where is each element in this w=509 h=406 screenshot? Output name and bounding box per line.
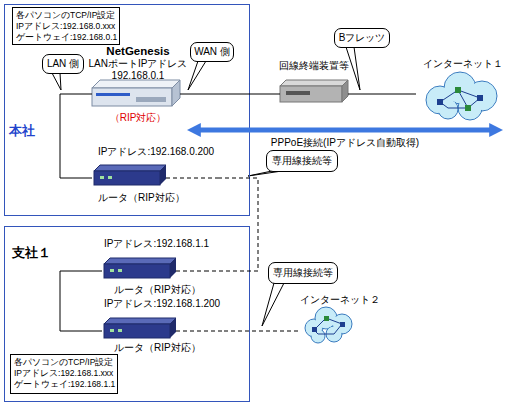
router-led: [118, 329, 122, 332]
node-text: NetGenesis: [80, 45, 196, 58]
node-text: Bフレッツ: [335, 32, 389, 44]
wire-stub: [176, 271, 206, 272]
router-top: [104, 258, 176, 264]
internet-cloud: インターネット２: [300, 294, 372, 344]
wire-stub: [180, 94, 196, 95]
node-text: 各パソコンのTCP/IP設定: [14, 357, 114, 368]
terminal-top: [280, 80, 348, 86]
router-front: [104, 324, 170, 338]
router-front: [94, 171, 160, 185]
lan-cable: [196, 94, 272, 95]
router-stripe: [96, 93, 130, 96]
callout-bubble: LAN 側: [42, 54, 84, 74]
router-top: [92, 80, 180, 88]
site-frame: 本社 各パソコンのTCP/IP設定IPアドレス:192.168.0.xxxゲートウ…: [4, 4, 250, 216]
node-text: IPアドレス:192.168.1.200: [104, 298, 224, 310]
router-side: [160, 165, 166, 185]
node-text: LAN 側: [43, 58, 83, 70]
node-text: IPアドレス:192.168.0.200: [98, 146, 218, 158]
node-text: 本社: [9, 123, 49, 139]
node-text: 専用線接続等: [267, 155, 337, 167]
node-text: ルータ（RIP対応）: [98, 192, 208, 204]
node-text: ルータ（RIP対応）: [114, 284, 206, 296]
pppoe-arrow: [198, 128, 492, 133]
router-led: [110, 269, 114, 272]
router-device: IPアドレス:192.168.1.200 ルータ（RIP対応）: [102, 298, 224, 356]
router-led: [118, 269, 122, 272]
node-text: 各パソコンのTCP/IP設定: [16, 10, 116, 21]
callout-bubble: 専用線接続等: [266, 150, 338, 172]
router-side: [170, 258, 176, 278]
router-device: IPアドレス:192.168.0.200 ルータ（RIP対応）: [92, 146, 218, 204]
network-node: [437, 99, 443, 105]
node-text: （RIP対応）: [80, 112, 196, 124]
router-led: [110, 329, 114, 332]
node-text: 専用線接続等: [269, 267, 337, 279]
network-node: [324, 316, 329, 321]
router-top: [104, 318, 176, 324]
terminal-side: [342, 80, 348, 102]
node-text: インターネット１: [420, 58, 506, 70]
wire-stub: [272, 94, 280, 95]
lan-cable: [60, 94, 92, 178]
edge-label: PPPoE接続(IPアドレス自動取得): [271, 137, 419, 149]
settings-note: 各パソコンのTCP/IP設定IPアドレス:192.168.0.xxxゲートウェイ…: [12, 7, 120, 45]
network-node: [455, 87, 461, 93]
callout-bubble: Bフレッツ: [334, 28, 390, 48]
cloud-symbol: [305, 307, 352, 343]
router-top: [94, 165, 166, 171]
node-text: ルータ（RIP対応）: [114, 342, 224, 354]
callout-bubble: WAN 側: [190, 42, 234, 62]
wire-stub: [348, 94, 356, 95]
node-text: IPアドレス:192.168.1.1: [104, 238, 206, 250]
callout-tail: [188, 61, 206, 90]
node-text: ゲートウェイ:192.168.1.1: [14, 379, 114, 390]
router-front: [92, 88, 172, 106]
leased-line: [206, 178, 258, 271]
router-front: [104, 264, 170, 278]
node-text: WAN 側: [191, 46, 233, 58]
wire-stub: [166, 178, 218, 179]
terminal-front: [280, 86, 342, 102]
network-node: [340, 322, 345, 327]
network-node: [477, 95, 483, 101]
wire-stub: [176, 331, 224, 332]
network-node: [465, 105, 471, 111]
router-led: [100, 176, 104, 179]
lan-cable: [60, 271, 102, 331]
router-panel: [136, 97, 166, 102]
node-text: 支社１: [12, 245, 62, 261]
lan-cable: [356, 94, 416, 95]
router-device: IPアドレス:192.168.1.1 ルータ（RIP対応）: [102, 238, 206, 296]
node-text: 回線終端装置等: [272, 60, 356, 72]
node-text: LANポートIPアドレス 192.168.0.1: [80, 58, 196, 82]
settings-note: 各パソコンのTCP/IP設定IPアドレス:192.168.1.xxxゲートウェイ…: [10, 354, 118, 394]
callout-bubble: 専用線接続等: [268, 262, 338, 284]
router-led: [108, 176, 112, 179]
wire-stub: [80, 94, 92, 95]
callout-tail: [52, 73, 61, 90]
router-side: [170, 318, 176, 338]
callout-tail: [262, 283, 284, 326]
router-device: NetGenesisLANポートIPアドレス 192.168.0.1 （RIP対応…: [80, 45, 196, 125]
router-side: [172, 80, 180, 106]
internet-cloud: インターネット１: [416, 58, 506, 120]
line-terminal: 回線終端装置等: [272, 60, 356, 108]
node-text: インターネット２: [300, 294, 372, 306]
network-node: [312, 327, 317, 332]
leased-line: [224, 331, 300, 332]
site-frame: 支社１IPアドレス:192.168.1.1ルータ（RIP対応）IPアドレス:19…: [4, 226, 250, 402]
terminal-slot: [286, 91, 310, 95]
node-text: IPアドレス:192.168.0.xxx: [16, 21, 116, 32]
node-text: ゲートウェイ:192.168.0.1: [16, 32, 116, 43]
cloud-symbol: [426, 72, 497, 120]
node-text: IPアドレス:192.168.1.xxx: [14, 368, 114, 379]
